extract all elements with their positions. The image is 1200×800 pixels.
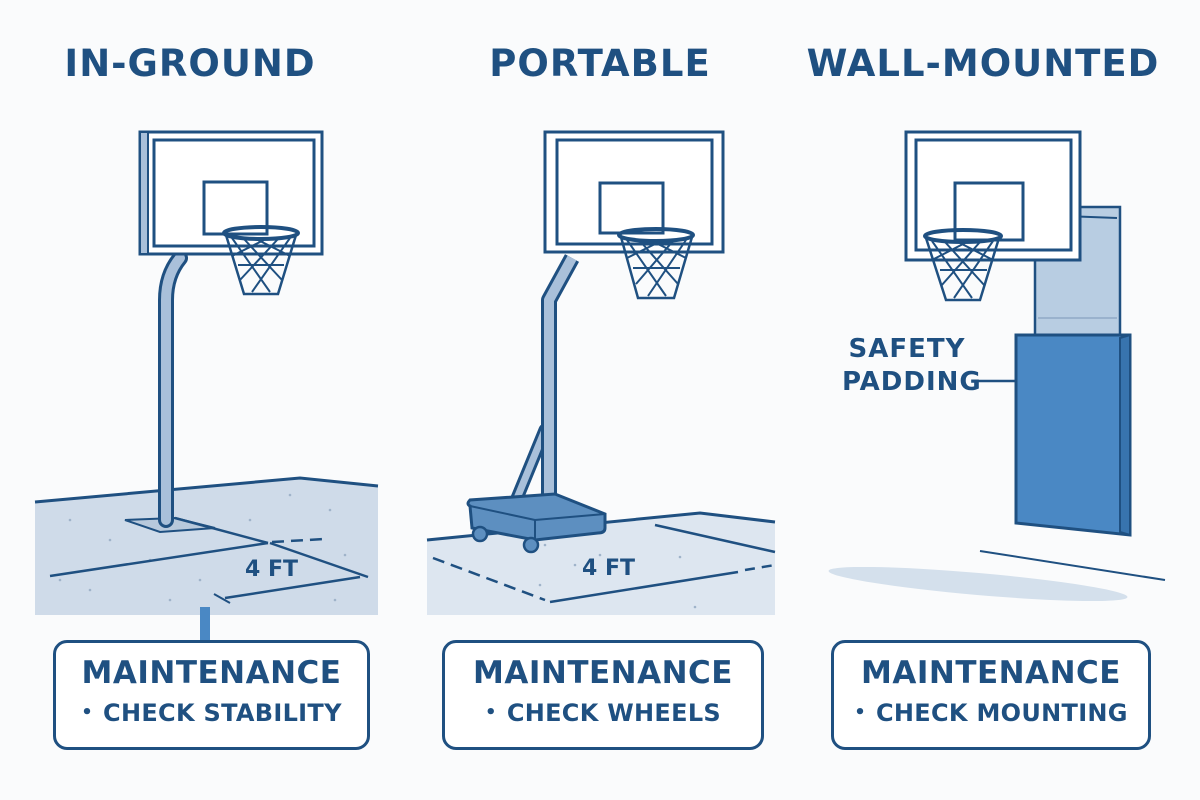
- maintenance-item: • CHECK STABILITY: [56, 699, 367, 727]
- panel-wall-mounted: WALL-MOUNTED MAINTENANCE • CHECK MOUNTING: [800, 0, 1200, 800]
- distance-label: 4 FT: [582, 556, 636, 581]
- maintenance-item-text: CHECK WHEELS: [506, 699, 721, 727]
- safety-padding-callout: SAFETY PADDING: [842, 333, 982, 399]
- panel-title: WALL-MOUNTED: [806, 42, 1160, 85]
- maintenance-item: • CHECK WHEELS: [445, 699, 761, 727]
- panel-title: PORTABLE: [489, 42, 711, 85]
- panel-in-ground: IN-GROUND 4 FT MAINTENANCE • CHECK STABIL…: [0, 0, 400, 800]
- maintenance-item: • CHECK MOUNTING: [834, 699, 1148, 727]
- maintenance-box: MAINTENANCE • CHECK MOUNTING: [831, 640, 1151, 750]
- maintenance-item-text: CHECK MOUNTING: [876, 699, 1128, 727]
- callout-line-1: SAFETY: [848, 334, 966, 364]
- maintenance-heading: MAINTENANCE: [81, 655, 342, 691]
- maintenance-box: MAINTENANCE • CHECK WHEELS: [442, 640, 764, 750]
- distance-label: 4 FT: [245, 557, 299, 582]
- wall-mounted-hoop-icon: [828, 130, 1166, 602]
- portable-hoop-icon: [426, 130, 776, 615]
- maintenance-box: MAINTENANCE • CHECK STABILITY: [53, 640, 370, 750]
- panel-portable: PORTABLE 4 FT MAINTENANCE • CHECK WHEELS: [400, 0, 800, 800]
- maintenance-item-text: CHECK STABILITY: [103, 699, 342, 727]
- callout-line-2: PADDING: [842, 367, 982, 397]
- bullet-icon: •: [854, 702, 866, 723]
- bullet-icon: •: [81, 702, 94, 723]
- maintenance-heading: MAINTENANCE: [473, 655, 733, 691]
- maintenance-heading: MAINTENANCE: [861, 655, 1121, 691]
- bullet-icon: •: [485, 702, 497, 723]
- panel-title: IN-GROUND: [64, 42, 316, 85]
- in-ground-hoop-icon: [34, 130, 379, 640]
